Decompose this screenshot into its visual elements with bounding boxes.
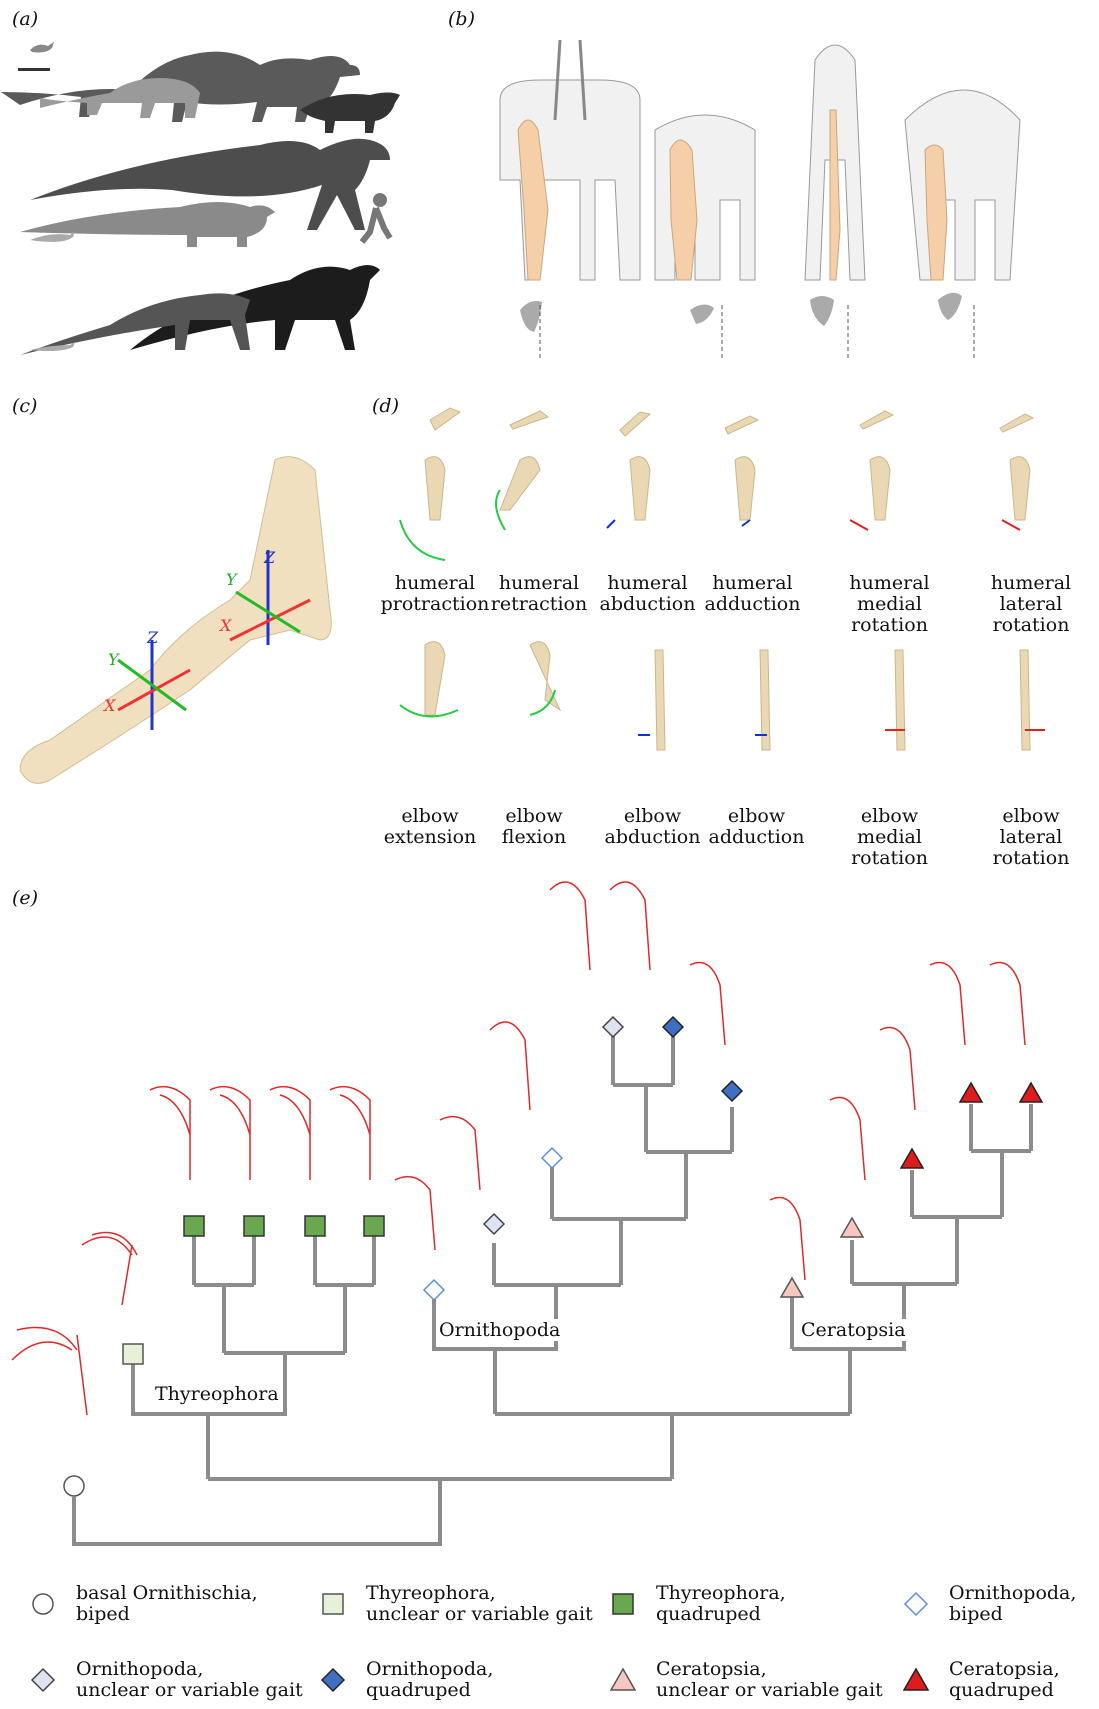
node-thyreophora-variable bbox=[123, 1344, 143, 1364]
node-ornithopoda-variable bbox=[484, 1214, 504, 1234]
legend-triangle-icon bbox=[610, 1667, 638, 1695]
node-ornithopoda-variable bbox=[603, 1017, 623, 1037]
tree-branches bbox=[74, 1036, 1031, 1544]
legend-label: Ornithopoda,unclear or variable gait bbox=[76, 1659, 303, 1701]
legend-label: basal Ornithischia,biped bbox=[76, 1583, 258, 1625]
legend-triangle-icon bbox=[903, 1667, 931, 1695]
node-ornithopoda-quadruped bbox=[663, 1017, 683, 1037]
node-thyreophora-quadruped bbox=[184, 1216, 204, 1236]
node-ornithopoda-biped bbox=[542, 1148, 562, 1168]
clade-label-thyreophora: Thyreophora bbox=[153, 1383, 281, 1405]
node-thyreophora-quadruped bbox=[364, 1216, 384, 1236]
node-ceratopsia-quadruped bbox=[901, 1149, 923, 1168]
legend-label: Ornithopoda,biped bbox=[949, 1583, 1076, 1625]
legend-label: Ceratopsia,unclear or variable gait bbox=[656, 1659, 883, 1701]
legend-label: Thyreophora,unclear or variable gait bbox=[366, 1583, 593, 1625]
clade-label-ornithopoda: Ornithopoda bbox=[437, 1319, 562, 1341]
legend-circle-icon bbox=[30, 1591, 58, 1619]
node-ceratopsia-quadruped bbox=[960, 1083, 982, 1102]
clade-label-ceratopsia: Ceratopsia bbox=[799, 1319, 908, 1341]
node-ceratopsia-variable bbox=[781, 1278, 803, 1297]
node-ornithopoda-biped bbox=[424, 1280, 444, 1300]
legend-diamond-icon bbox=[320, 1667, 348, 1695]
legend-square-icon bbox=[320, 1591, 348, 1619]
legend-square-icon bbox=[610, 1591, 638, 1619]
node-thyreophora-quadruped bbox=[244, 1216, 264, 1236]
legend-diamond-icon bbox=[30, 1667, 58, 1695]
legend-label: Thyreophora,quadruped bbox=[656, 1583, 786, 1625]
legend-label: Ceratopsia,quadruped bbox=[949, 1659, 1060, 1701]
node-basal-ornithischia bbox=[64, 1476, 84, 1496]
node-ceratopsia-variable bbox=[841, 1218, 863, 1237]
legend-diamond-icon bbox=[903, 1591, 931, 1619]
node-ornithopoda-quadruped bbox=[722, 1081, 742, 1101]
node-ceratopsia-quadruped bbox=[1020, 1083, 1042, 1102]
legend-label: Ornithopoda,quadruped bbox=[366, 1659, 493, 1701]
node-thyreophora-quadruped bbox=[305, 1216, 325, 1236]
